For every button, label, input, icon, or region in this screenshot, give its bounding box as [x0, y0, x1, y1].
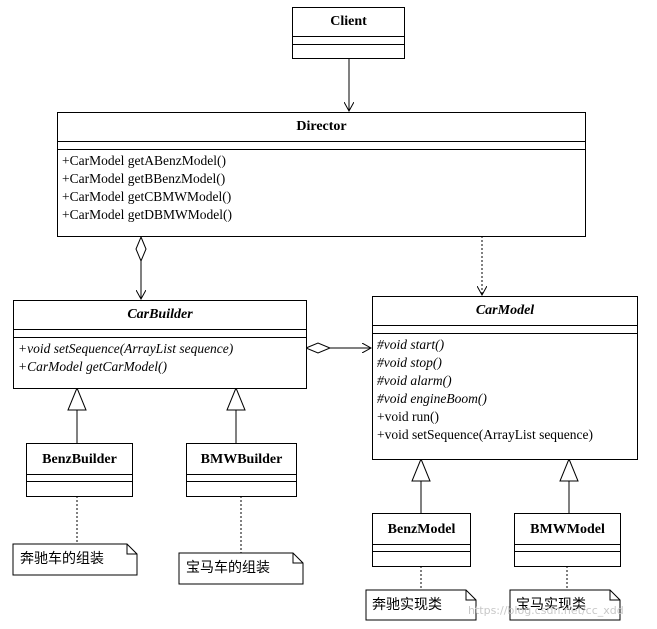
- benzmodel-note-shape: [365, 589, 477, 621]
- benzbuilder-generalization-triangle: [67, 386, 87, 411]
- director-op: +CarModel getDBMWModel(): [62, 207, 232, 222]
- carbuilder-op: +CarModel getCarModel(): [18, 359, 167, 374]
- director-op: +CarModel getABenzModel(): [62, 153, 226, 168]
- bmwbuilder-generalization-triangle: [226, 386, 246, 411]
- bmwmodel-note-text: 宝马实现类: [516, 597, 586, 613]
- carmodel-class-name: CarModel: [475, 303, 535, 318]
- director-carbuilder-aggregation-diamond: [135, 235, 147, 263]
- carmodel-op: #void stop(): [377, 355, 442, 370]
- watermark-text: https://blog.csdn.net/cc_xdd: [468, 604, 624, 617]
- client-class: Client: [292, 7, 405, 59]
- client-class-name: Client: [330, 14, 367, 29]
- director-class-name: Director: [296, 119, 347, 134]
- benzbuilder-class: BenzBuilder: [26, 443, 133, 497]
- carmodel-op: #void alarm(): [377, 373, 452, 388]
- bmwbuilder-note-shape: [178, 552, 304, 585]
- benzbuilder-note-text: 奔驰车的组装: [20, 551, 104, 567]
- carbuilder-class-name: CarBuilder: [127, 307, 193, 322]
- director-class: Director +CarModel getABenzModel() +CarM…: [57, 112, 586, 237]
- benzmodel-class: BenzModel: [372, 513, 471, 567]
- carmodel-op: #void start(): [377, 337, 445, 352]
- carmodel-op: +void setSequence(ArrayList sequence): [377, 427, 594, 442]
- bmwmodel-generalization-triangle: [559, 457, 579, 482]
- director-op: +CarModel getBBenzModel(): [62, 171, 226, 186]
- benzbuilder-class-name: BenzBuilder: [42, 452, 117, 467]
- benzmodel-note-text: 奔驰实现类: [372, 597, 442, 613]
- bmwbuilder-note-text: 宝马车的组装: [186, 560, 270, 576]
- carmodel-op: +void run(): [377, 409, 439, 424]
- bmwbuilder-class: BMWBuilder: [186, 443, 297, 497]
- carbuilder-class: CarBuilder +void setSequence(ArrayList s…: [13, 300, 307, 389]
- benzmodel-class-name: BenzModel: [387, 522, 456, 537]
- carbuilder-operations: +void setSequence(ArrayList sequence) +C…: [14, 338, 306, 378]
- carmodel-op: #void engineBoom(): [377, 391, 487, 406]
- benzbuilder-note-shape: [12, 543, 138, 576]
- carmodel-operations: #void start() #void stop() #void alarm()…: [373, 334, 637, 446]
- director-operations: +CarModel getABenzModel() +CarModel getB…: [58, 150, 585, 226]
- carbuilder-op: +void setSequence(ArrayList sequence): [18, 341, 234, 356]
- bmwmodel-class-name: BMWModel: [530, 522, 605, 537]
- carmodel-class: CarModel #void start() #void stop() #voi…: [372, 296, 638, 460]
- director-op: +CarModel getCBMWModel(): [62, 189, 232, 204]
- benzmodel-generalization-triangle: [411, 457, 431, 482]
- bmwmodel-class: BMWModel: [514, 513, 621, 567]
- bmwmodel-note-shape: [509, 589, 621, 621]
- carbuilder-carmodel-aggregation-diamond: [304, 342, 332, 354]
- bmwbuilder-class-name: BMWBuilder: [200, 452, 283, 467]
